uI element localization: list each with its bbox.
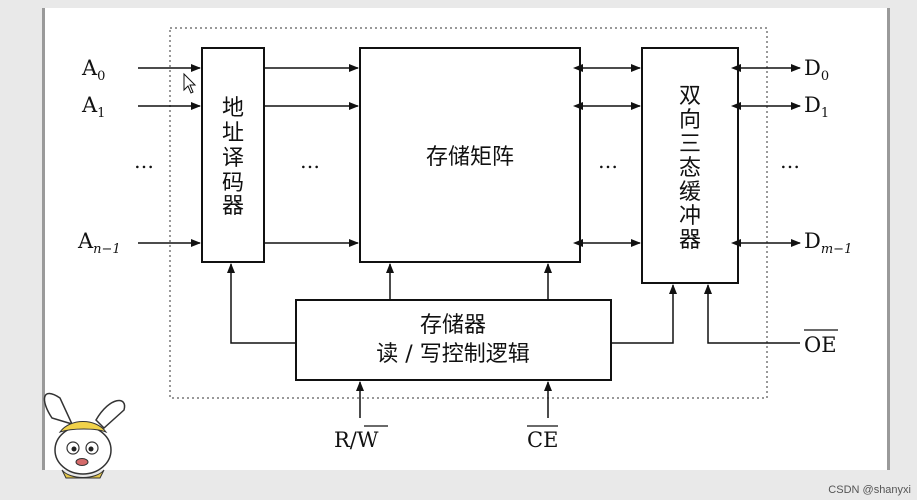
- tristate-buffer-block: [641, 47, 739, 284]
- buffer-char-6: 冲: [679, 204, 701, 229]
- oe-arrow: [704, 284, 800, 344]
- control-label-line1: 存储器: [420, 313, 486, 338]
- address-decoder-block: [201, 47, 265, 263]
- ce-label: CE: [527, 428, 558, 452]
- d0-label: D0: [804, 56, 829, 84]
- an-label: An−1: [77, 229, 121, 257]
- matrix-label: 存储矩阵: [426, 145, 514, 170]
- storage-matrix-block: [359, 47, 581, 263]
- ellipsis-decoder: …: [300, 149, 322, 173]
- buffer-char-2: 向: [679, 108, 701, 133]
- a0-label: A0: [81, 56, 105, 84]
- rabbit-mascot-icon: [43, 392, 126, 479]
- chip-boundary: [169, 27, 768, 399]
- a1-label: A1: [81, 93, 105, 121]
- decoder-char-1: 地: [222, 96, 244, 121]
- buffer-char-5: 缓: [679, 180, 701, 205]
- ellipsis-data: …: [780, 149, 802, 173]
- buffer-char-7: 器: [679, 228, 701, 253]
- control-label-line2: 读 / 写控制逻辑: [376, 342, 529, 367]
- decoder-char-2: 址: [222, 121, 244, 146]
- rw-label: R/W: [334, 428, 379, 452]
- decoder-char-4: 码: [222, 171, 244, 196]
- rw-control-logic-block: [295, 299, 612, 381]
- mouse-cursor-icon: [183, 72, 197, 94]
- ellipsis-matrix: …: [598, 149, 620, 173]
- dm-label: Dm−1: [804, 229, 852, 257]
- buffer-char-1: 双: [679, 84, 701, 109]
- watermark: CSDN @shanyxi: [828, 484, 911, 496]
- control-to-buffer-arrow: [611, 284, 677, 344]
- oe-label: OE: [804, 333, 837, 357]
- decoder-char-5b: 器: [222, 194, 244, 219]
- ellipsis-address: …: [134, 149, 156, 173]
- decoder-char-3: 译: [222, 146, 244, 171]
- buffer-char-3: 三: [679, 132, 701, 157]
- d1-label: D1: [804, 93, 829, 121]
- control-to-decoder-arrow: [227, 263, 296, 344]
- buffer-char-4: 态: [679, 156, 701, 181]
